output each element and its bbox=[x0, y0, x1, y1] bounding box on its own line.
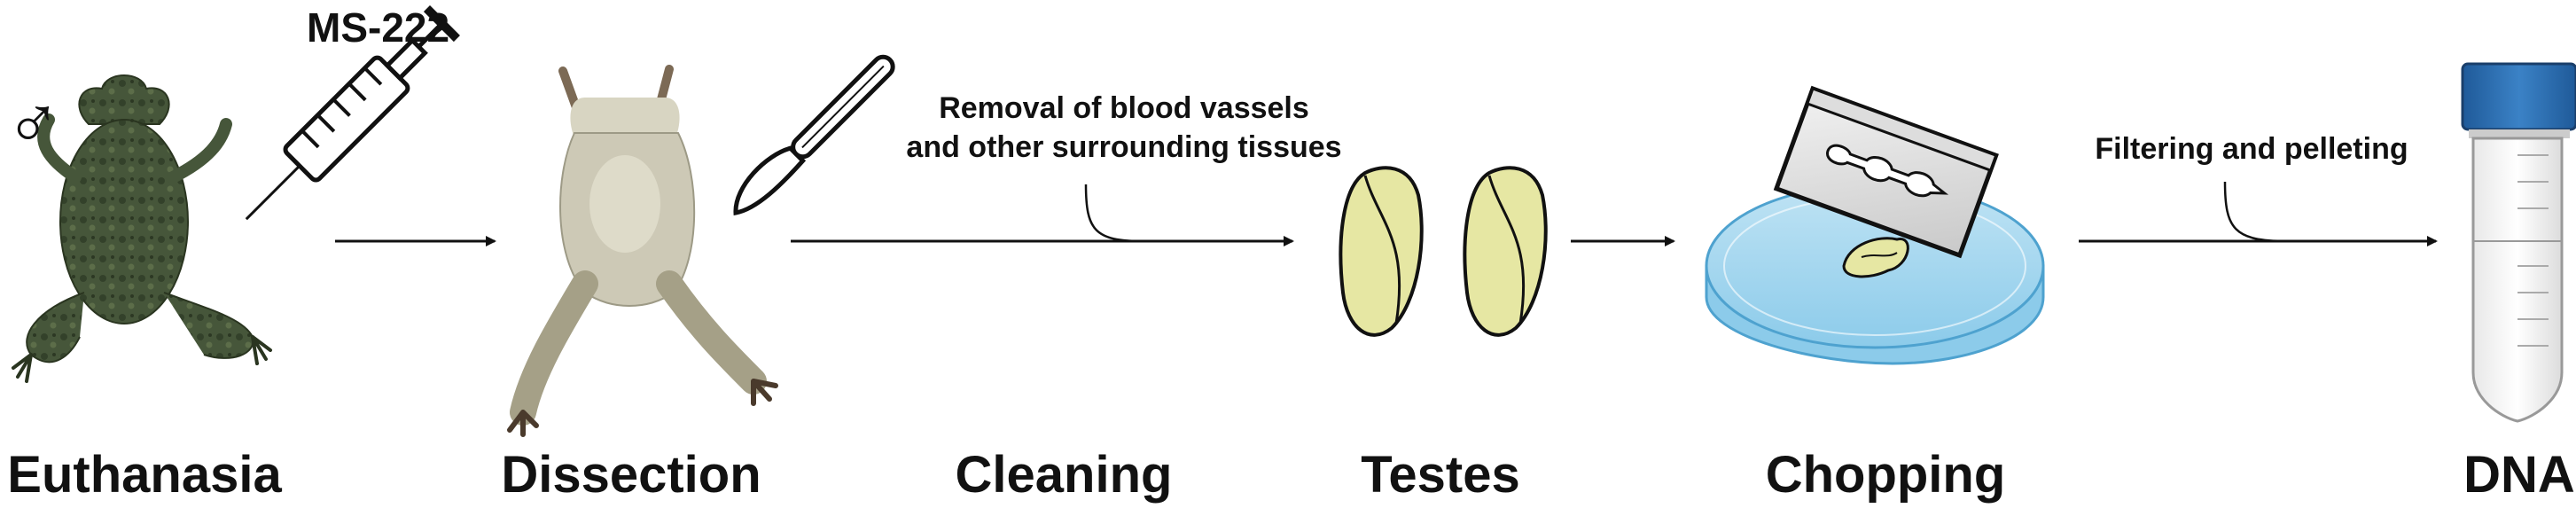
cleaning-note-line-2: and other surrounding tissues bbox=[906, 130, 1342, 164]
stage-label-dna: DNA bbox=[2463, 446, 2575, 504]
chopped-tissue-icon bbox=[1842, 237, 1909, 278]
testis-left-icon bbox=[1339, 166, 1424, 337]
scalpel-icon bbox=[733, 54, 895, 215]
centrifuge-tube-icon bbox=[2461, 62, 2576, 423]
cleaning-note: Removal of blood vassels and other surro… bbox=[906, 89, 1341, 167]
cleaning-note-line-1: Removal of blood vassels bbox=[939, 91, 1309, 125]
dissected-frog-image bbox=[507, 65, 778, 437]
stage-label-euthanasia: Euthanasia bbox=[7, 446, 282, 504]
arrow-2-branch bbox=[1084, 184, 1144, 243]
syringe-icon bbox=[245, 5, 460, 221]
testis-right-icon bbox=[1463, 166, 1548, 337]
stage-label-chopping: Chopping bbox=[1765, 446, 2006, 504]
arrow-4-branch bbox=[2223, 181, 2288, 243]
filtering-note: Filtering and pelleting bbox=[2095, 132, 2408, 166]
frog-image bbox=[12, 74, 272, 383]
stage-label-cleaning: Cleaning bbox=[955, 446, 1173, 504]
reagent-label: MS-222 bbox=[307, 4, 450, 51]
razor-blade-icon bbox=[1773, 85, 1999, 259]
stage-label-dissection: Dissection bbox=[501, 446, 761, 504]
stage-label-testes: Testes bbox=[1361, 446, 1520, 504]
male-symbol: ♂ bbox=[5, 78, 61, 161]
